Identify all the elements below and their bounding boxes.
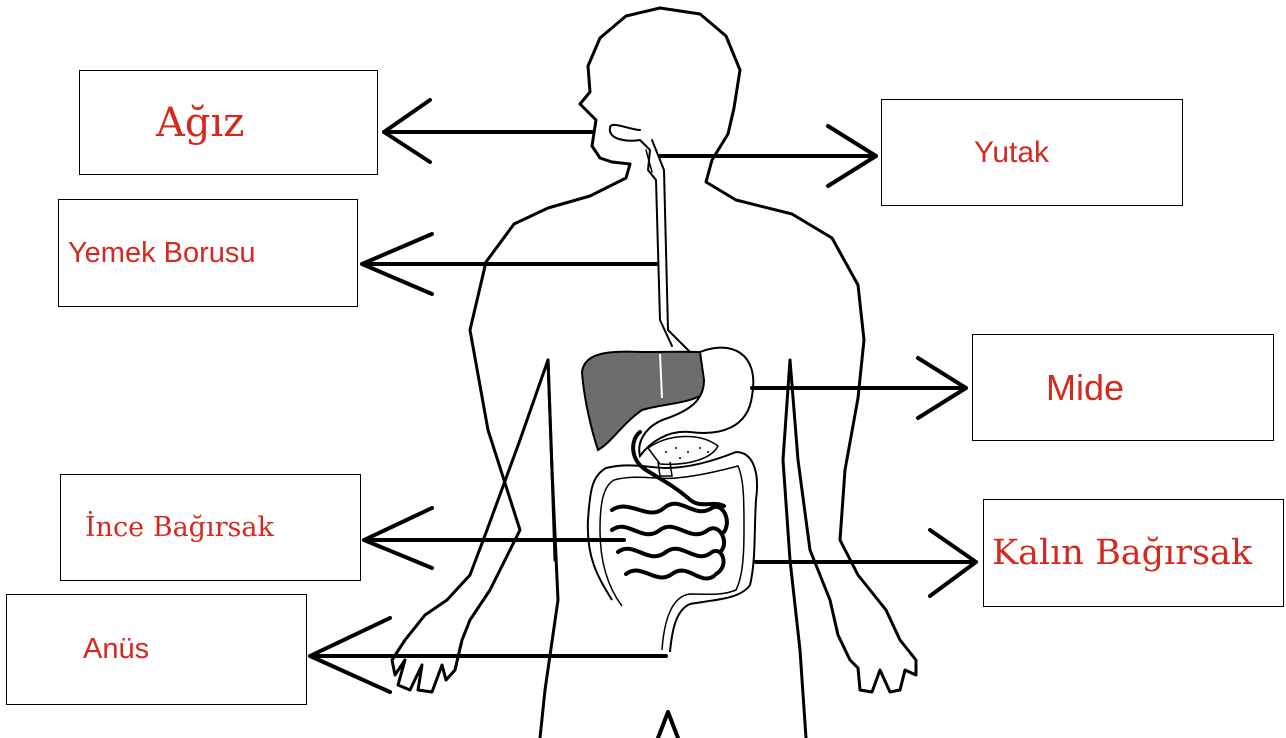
label-box-anus: Anüs bbox=[6, 594, 307, 705]
label-kalin-bagirsak: Kalın Bağırsak bbox=[992, 533, 1252, 573]
large-intestine-shape bbox=[588, 452, 757, 652]
label-yutak: Yutak bbox=[974, 136, 1049, 170]
arrow-mide bbox=[752, 358, 966, 418]
label-box-yutak: Yutak bbox=[881, 99, 1183, 206]
groin-line bbox=[658, 712, 678, 738]
arrow-anus bbox=[310, 618, 666, 692]
arrow-yemek-borusu bbox=[362, 234, 656, 294]
label-agiz: Ağız bbox=[156, 100, 244, 146]
label-box-mide: Mide bbox=[972, 334, 1274, 441]
esophagus-tube bbox=[610, 125, 672, 346]
pancreas-shape bbox=[648, 436, 718, 464]
label-mide: Mide bbox=[1046, 367, 1124, 409]
label-box-agiz: Ağız bbox=[79, 70, 378, 175]
label-ince-bagirsak: İnce Bağırsak bbox=[85, 512, 274, 543]
label-box-ince-bagirsak: İnce Bağırsak bbox=[60, 474, 361, 581]
arrow-agiz bbox=[384, 100, 592, 162]
label-box-yemek-borusu: Yemek Borusu bbox=[58, 199, 358, 307]
arrow-ince-bagirsak bbox=[364, 508, 624, 568]
inner-arm-left bbox=[548, 360, 555, 560]
label-anus: Anüs bbox=[83, 633, 149, 666]
label-yemek-borusu: Yemek Borusu bbox=[68, 237, 256, 270]
arrow-yutak bbox=[660, 126, 876, 186]
label-box-kalin-bagirsak: Kalın Bağırsak bbox=[983, 499, 1284, 607]
